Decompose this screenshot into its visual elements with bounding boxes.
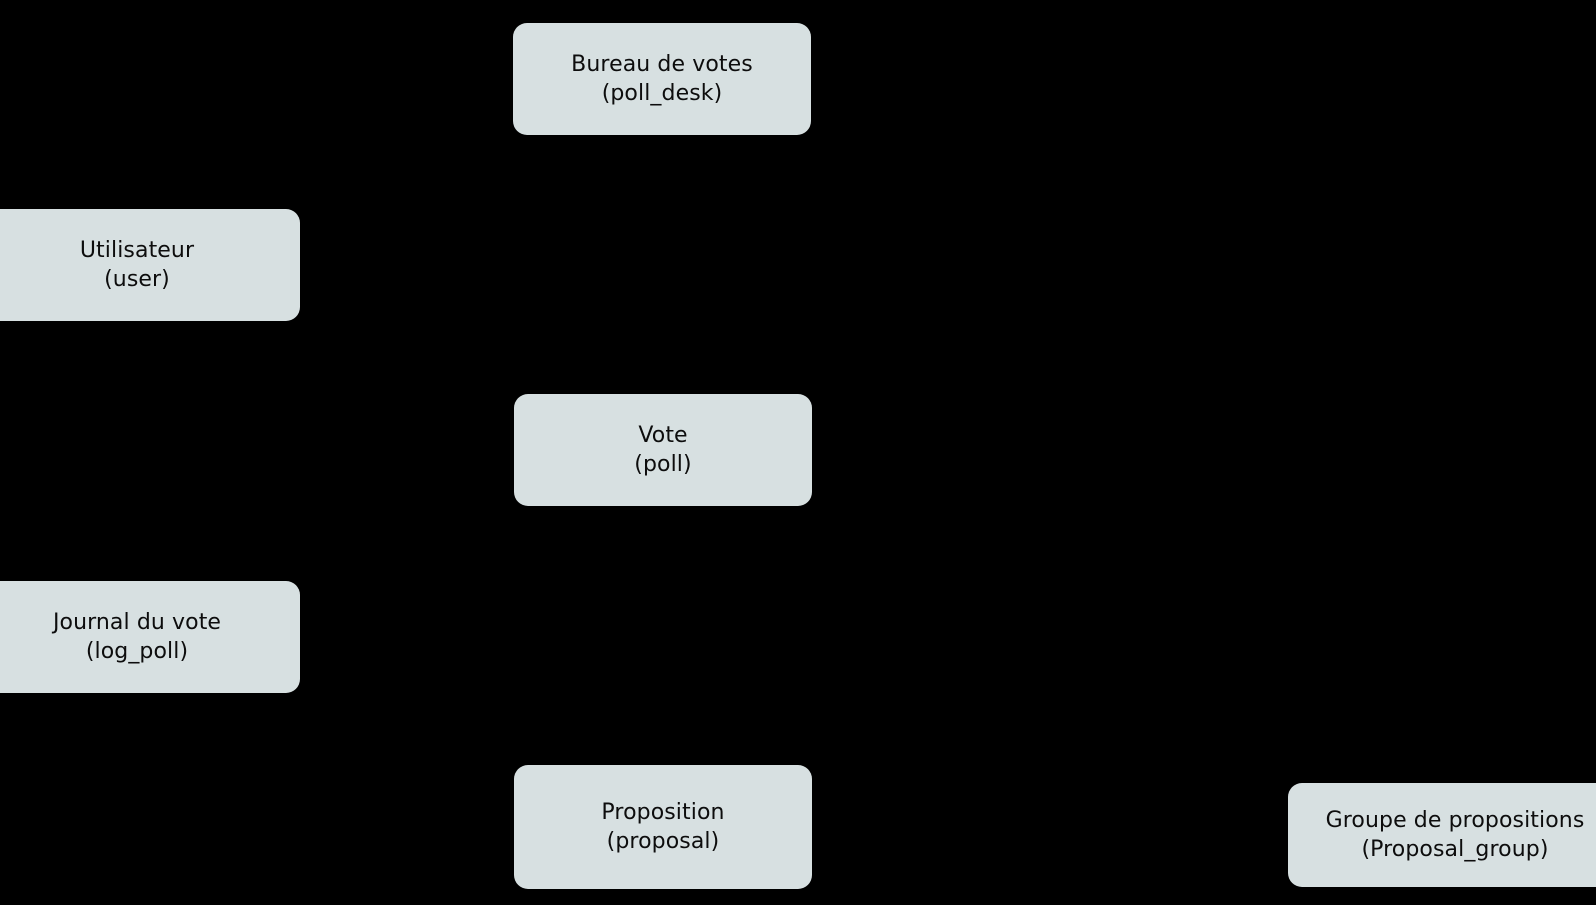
node-log-poll-label-code: (log_poll) bbox=[85, 639, 189, 664]
node-proposal-label-code: (proposal) bbox=[606, 829, 720, 854]
node-user[interactable]: Utilisateur (user) bbox=[0, 209, 300, 321]
node-log-poll-label-fr: Journal du vote bbox=[52, 610, 222, 635]
node-proposal-group-label-fr: Groupe de propositions bbox=[1325, 808, 1585, 833]
node-user-label-code: (user) bbox=[104, 267, 170, 292]
node-poll-label-fr: Vote bbox=[638, 423, 688, 448]
node-log-poll[interactable]: Journal du vote (log_poll) bbox=[0, 581, 300, 693]
node-proposal-label-fr: Proposition bbox=[601, 800, 725, 825]
node-poll-desk-label-code: (poll_desk) bbox=[601, 81, 723, 106]
node-poll-desk-label-fr: Bureau de votes bbox=[571, 52, 753, 77]
node-user-label-fr: Utilisateur bbox=[79, 238, 195, 263]
node-poll[interactable]: Vote (poll) bbox=[514, 394, 812, 506]
node-poll-desk[interactable]: Bureau de votes (poll_desk) bbox=[513, 23, 811, 135]
node-poll-label-code: (poll) bbox=[634, 452, 692, 477]
node-proposal[interactable]: Proposition (proposal) bbox=[514, 765, 812, 889]
node-proposal-group[interactable]: Groupe de propositions (Proposal_group) bbox=[1288, 783, 1596, 887]
node-proposal-group-label-code: (Proposal_group) bbox=[1361, 837, 1549, 862]
